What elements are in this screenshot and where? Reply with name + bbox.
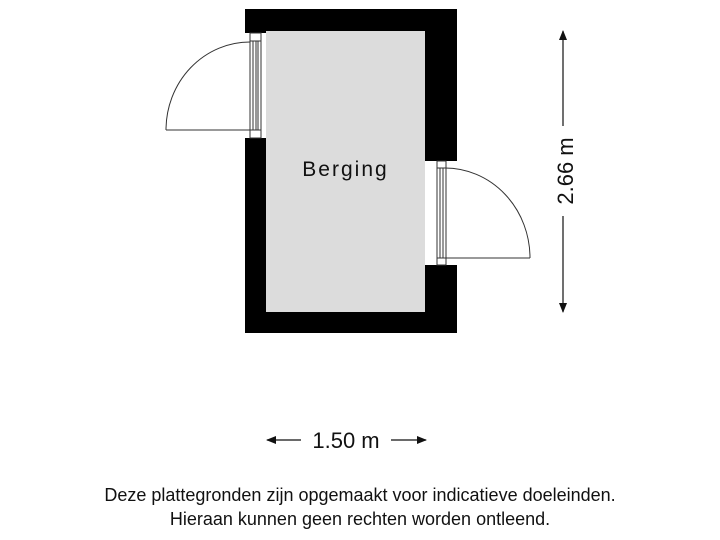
disclaimer: Deze plattegronden zijn opgemaakt voor i… bbox=[0, 483, 720, 531]
door-east bbox=[425, 160, 531, 266]
room-floor-berging bbox=[266, 31, 425, 312]
room-label-berging: Berging bbox=[302, 158, 389, 181]
door-west bbox=[165, 32, 266, 139]
dimension-width-label: 1.50 m bbox=[312, 428, 380, 453]
wall-left-lower bbox=[245, 138, 266, 333]
wall-top bbox=[245, 9, 457, 31]
wall-bottom bbox=[245, 312, 457, 333]
disclaimer-line-2: Hieraan kunnen geen rechten worden ontle… bbox=[169, 509, 551, 529]
walls bbox=[245, 9, 457, 333]
wall-right-upper bbox=[425, 9, 457, 161]
wall-left-upper bbox=[245, 9, 266, 33]
dimension-height-label: 2.66 m bbox=[553, 137, 578, 205]
disclaimer-line-1: Deze plattegronden zijn opgemaakt voor i… bbox=[104, 485, 616, 505]
